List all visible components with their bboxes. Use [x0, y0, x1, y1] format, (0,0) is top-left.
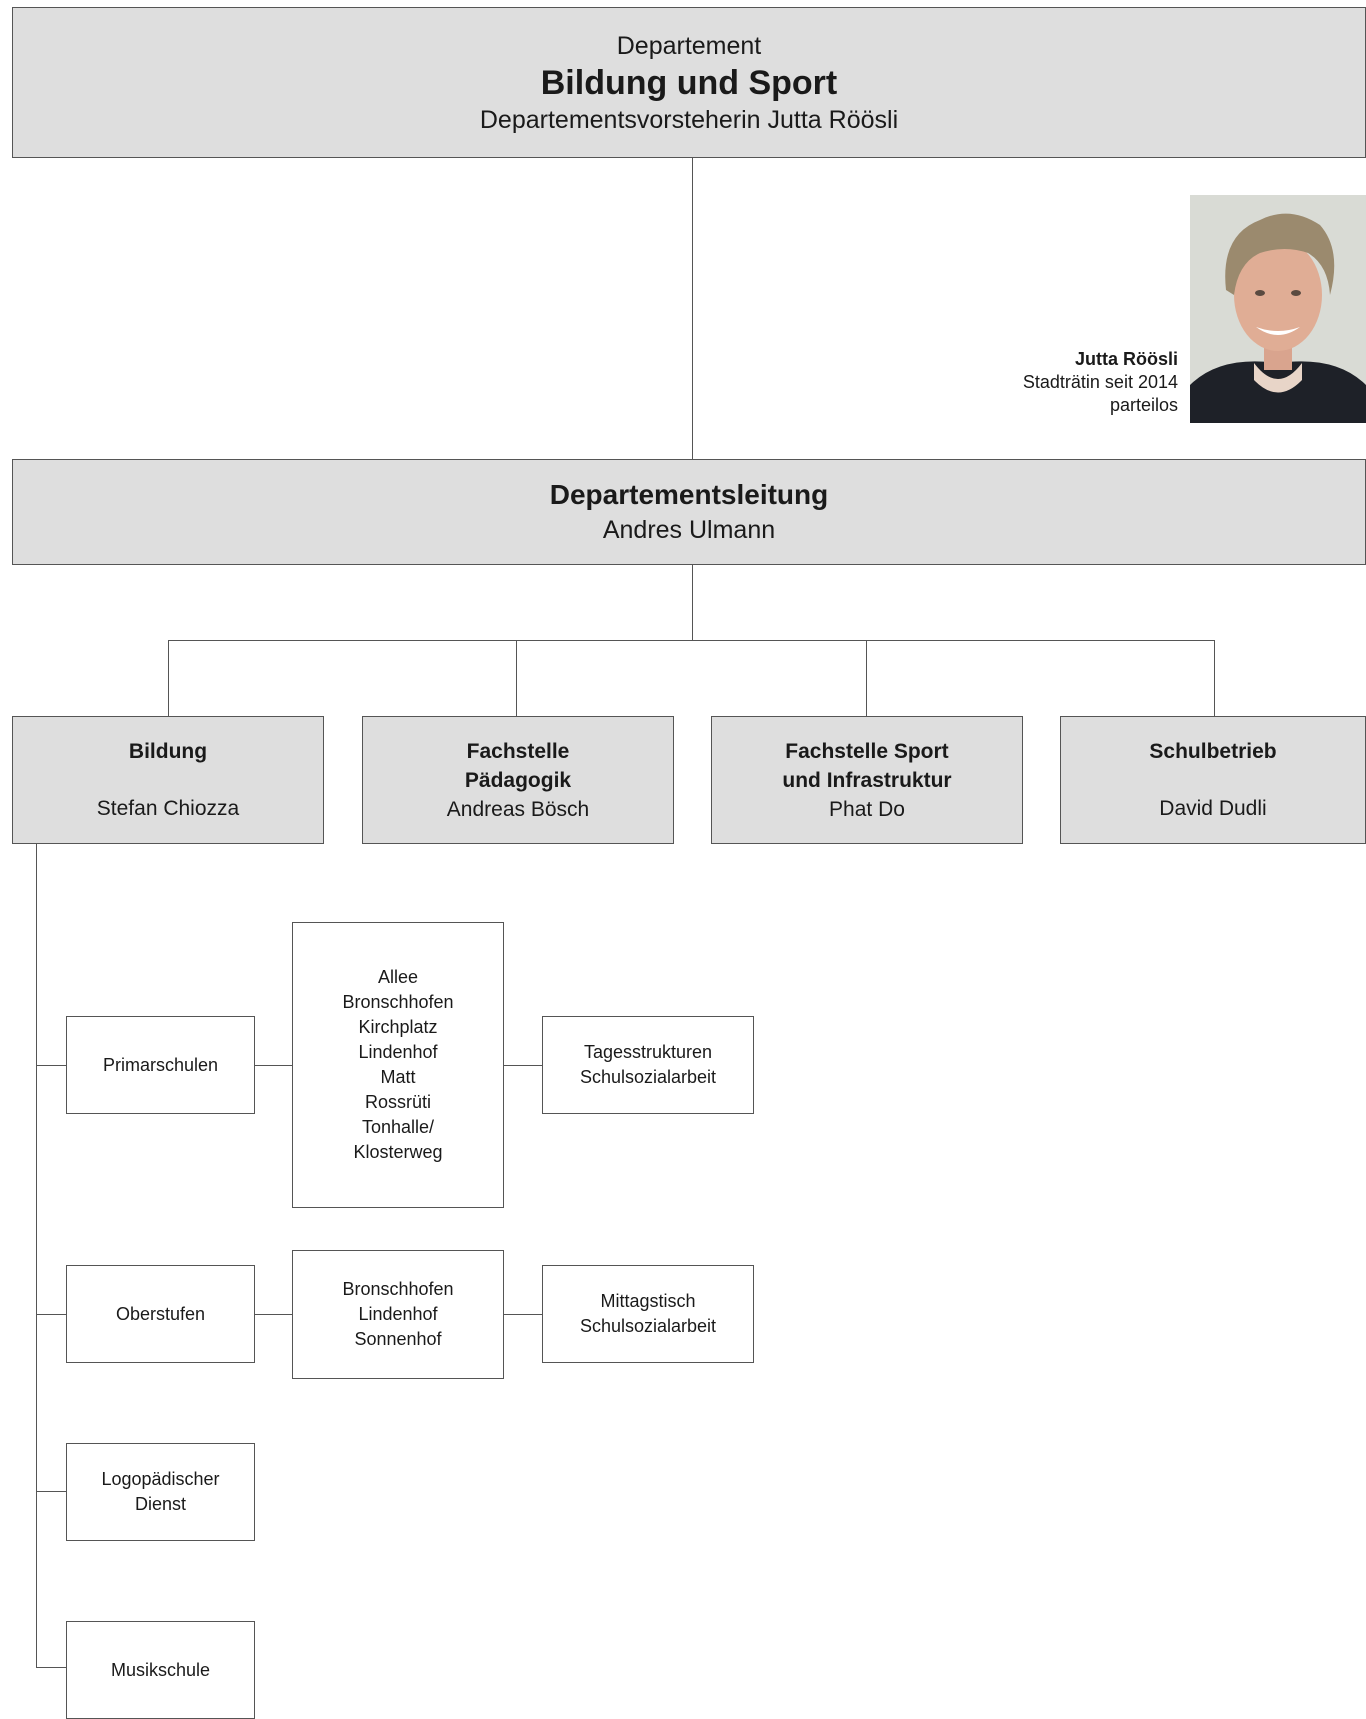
service-item: Schulsozialarbeit: [579, 1067, 717, 1087]
connector-line: [168, 640, 169, 716]
school-item: Lindenhof: [358, 1304, 438, 1324]
unit-title: und Infrastruktur: [782, 768, 952, 792]
school-item: Tonhalle/: [361, 1117, 435, 1137]
unit-box-schulbetrieb: Schulbetrieb David Dudli: [1060, 716, 1366, 844]
department-box: Departement Bildung und Sport Departemen…: [12, 7, 1366, 158]
school-item: Matt: [380, 1067, 416, 1087]
service-item: Mittagstisch: [600, 1291, 696, 1311]
portrait-name: Jutta Röösli: [1074, 349, 1178, 369]
portrait-role: Stadträtin seit 2014: [1022, 372, 1178, 392]
unit-title: Pädagogik: [464, 768, 572, 792]
school-item: Bronschhofen: [342, 1279, 454, 1299]
unit-box-bildung: Bildung Stefan Chiozza: [12, 716, 324, 844]
school-item: Klosterweg: [353, 1142, 443, 1162]
connector-line: [36, 1065, 66, 1066]
schools-box-primar: Allee Bronschhofen Kirchplatz Lindenhof …: [292, 922, 504, 1208]
schools-box-oberstufen: Bronschhofen Lindenhof Sonnenhof: [292, 1250, 504, 1379]
connector-line: [1214, 640, 1215, 716]
department-head: Departementsvorsteherin Jutta Röösli: [479, 105, 899, 134]
services-box-primar: Tagesstrukturen Schulsozialarbeit: [542, 1016, 754, 1114]
management-box: Departementsleitung Andres Ulmann: [12, 459, 1366, 565]
portrait-party: parteilos: [1109, 395, 1178, 415]
service-item: Tagesstrukturen: [583, 1042, 713, 1062]
school-item: Allee: [377, 967, 418, 987]
branch-box-oberstufen: Oberstufen: [66, 1265, 255, 1363]
school-item: Bronschhofen: [342, 992, 454, 1012]
connector-line: [692, 565, 693, 640]
connector-line: [36, 1491, 66, 1492]
unit-person: David Dudli: [1159, 797, 1267, 820]
management-person: Andres Ulmann: [602, 516, 776, 544]
connector-line: [692, 158, 693, 459]
portrait-image: [1190, 195, 1366, 423]
management-title: Departementsleitung: [549, 479, 829, 510]
connector-line: [255, 1314, 292, 1315]
connector-line: [168, 640, 1215, 641]
school-item: Lindenhof: [358, 1042, 438, 1062]
branch-label: Logopädischer: [101, 1469, 220, 1489]
unit-box-paedagogik: Fachstelle Pädagogik Andreas Bösch: [362, 716, 674, 844]
connector-line: [504, 1314, 542, 1315]
connector-line: [866, 640, 867, 716]
unit-person: Stefan Chiozza: [96, 797, 240, 820]
connector-line: [255, 1065, 292, 1066]
services-box-oberstufen: Mittagstisch Schulsozialarbeit: [542, 1265, 754, 1363]
branch-label: Oberstufen: [115, 1303, 206, 1324]
branch-label: Musikschule: [110, 1659, 211, 1680]
connector-line: [516, 640, 517, 716]
unit-title: Fachstelle: [466, 739, 570, 763]
branch-label: Primarschulen: [102, 1054, 219, 1075]
department-label: Departement: [616, 31, 762, 60]
unit-title: Bildung: [128, 740, 208, 763]
portrait-photo: [1190, 195, 1366, 423]
connector-line: [36, 844, 37, 1667]
branch-box-primarschulen: Primarschulen: [66, 1016, 255, 1114]
school-item: Kirchplatz: [358, 1017, 438, 1037]
service-item: Schulsozialarbeit: [579, 1316, 717, 1336]
branch-box-logopaedie: Logopädischer Dienst: [66, 1443, 255, 1541]
department-name: Bildung und Sport: [540, 63, 838, 102]
connector-line: [36, 1667, 66, 1668]
school-item: Sonnenhof: [354, 1329, 442, 1349]
branch-box-musikschule: Musikschule: [66, 1621, 255, 1719]
unit-box-sport: Fachstelle Sport und Infrastruktur Phat …: [711, 716, 1023, 844]
connector-line: [504, 1065, 542, 1066]
unit-title: Schulbetrieb: [1149, 740, 1277, 763]
unit-title: Fachstelle Sport: [785, 739, 949, 763]
unit-person: Phat Do: [829, 797, 905, 821]
unit-person: Andreas Bösch: [446, 797, 590, 821]
portrait-caption: Jutta Röösli Stadträtin seit 2014 partei…: [1023, 348, 1178, 417]
connector-line: [36, 1314, 66, 1315]
school-item: Rossrüti: [364, 1092, 431, 1112]
branch-label: Dienst: [134, 1494, 187, 1514]
